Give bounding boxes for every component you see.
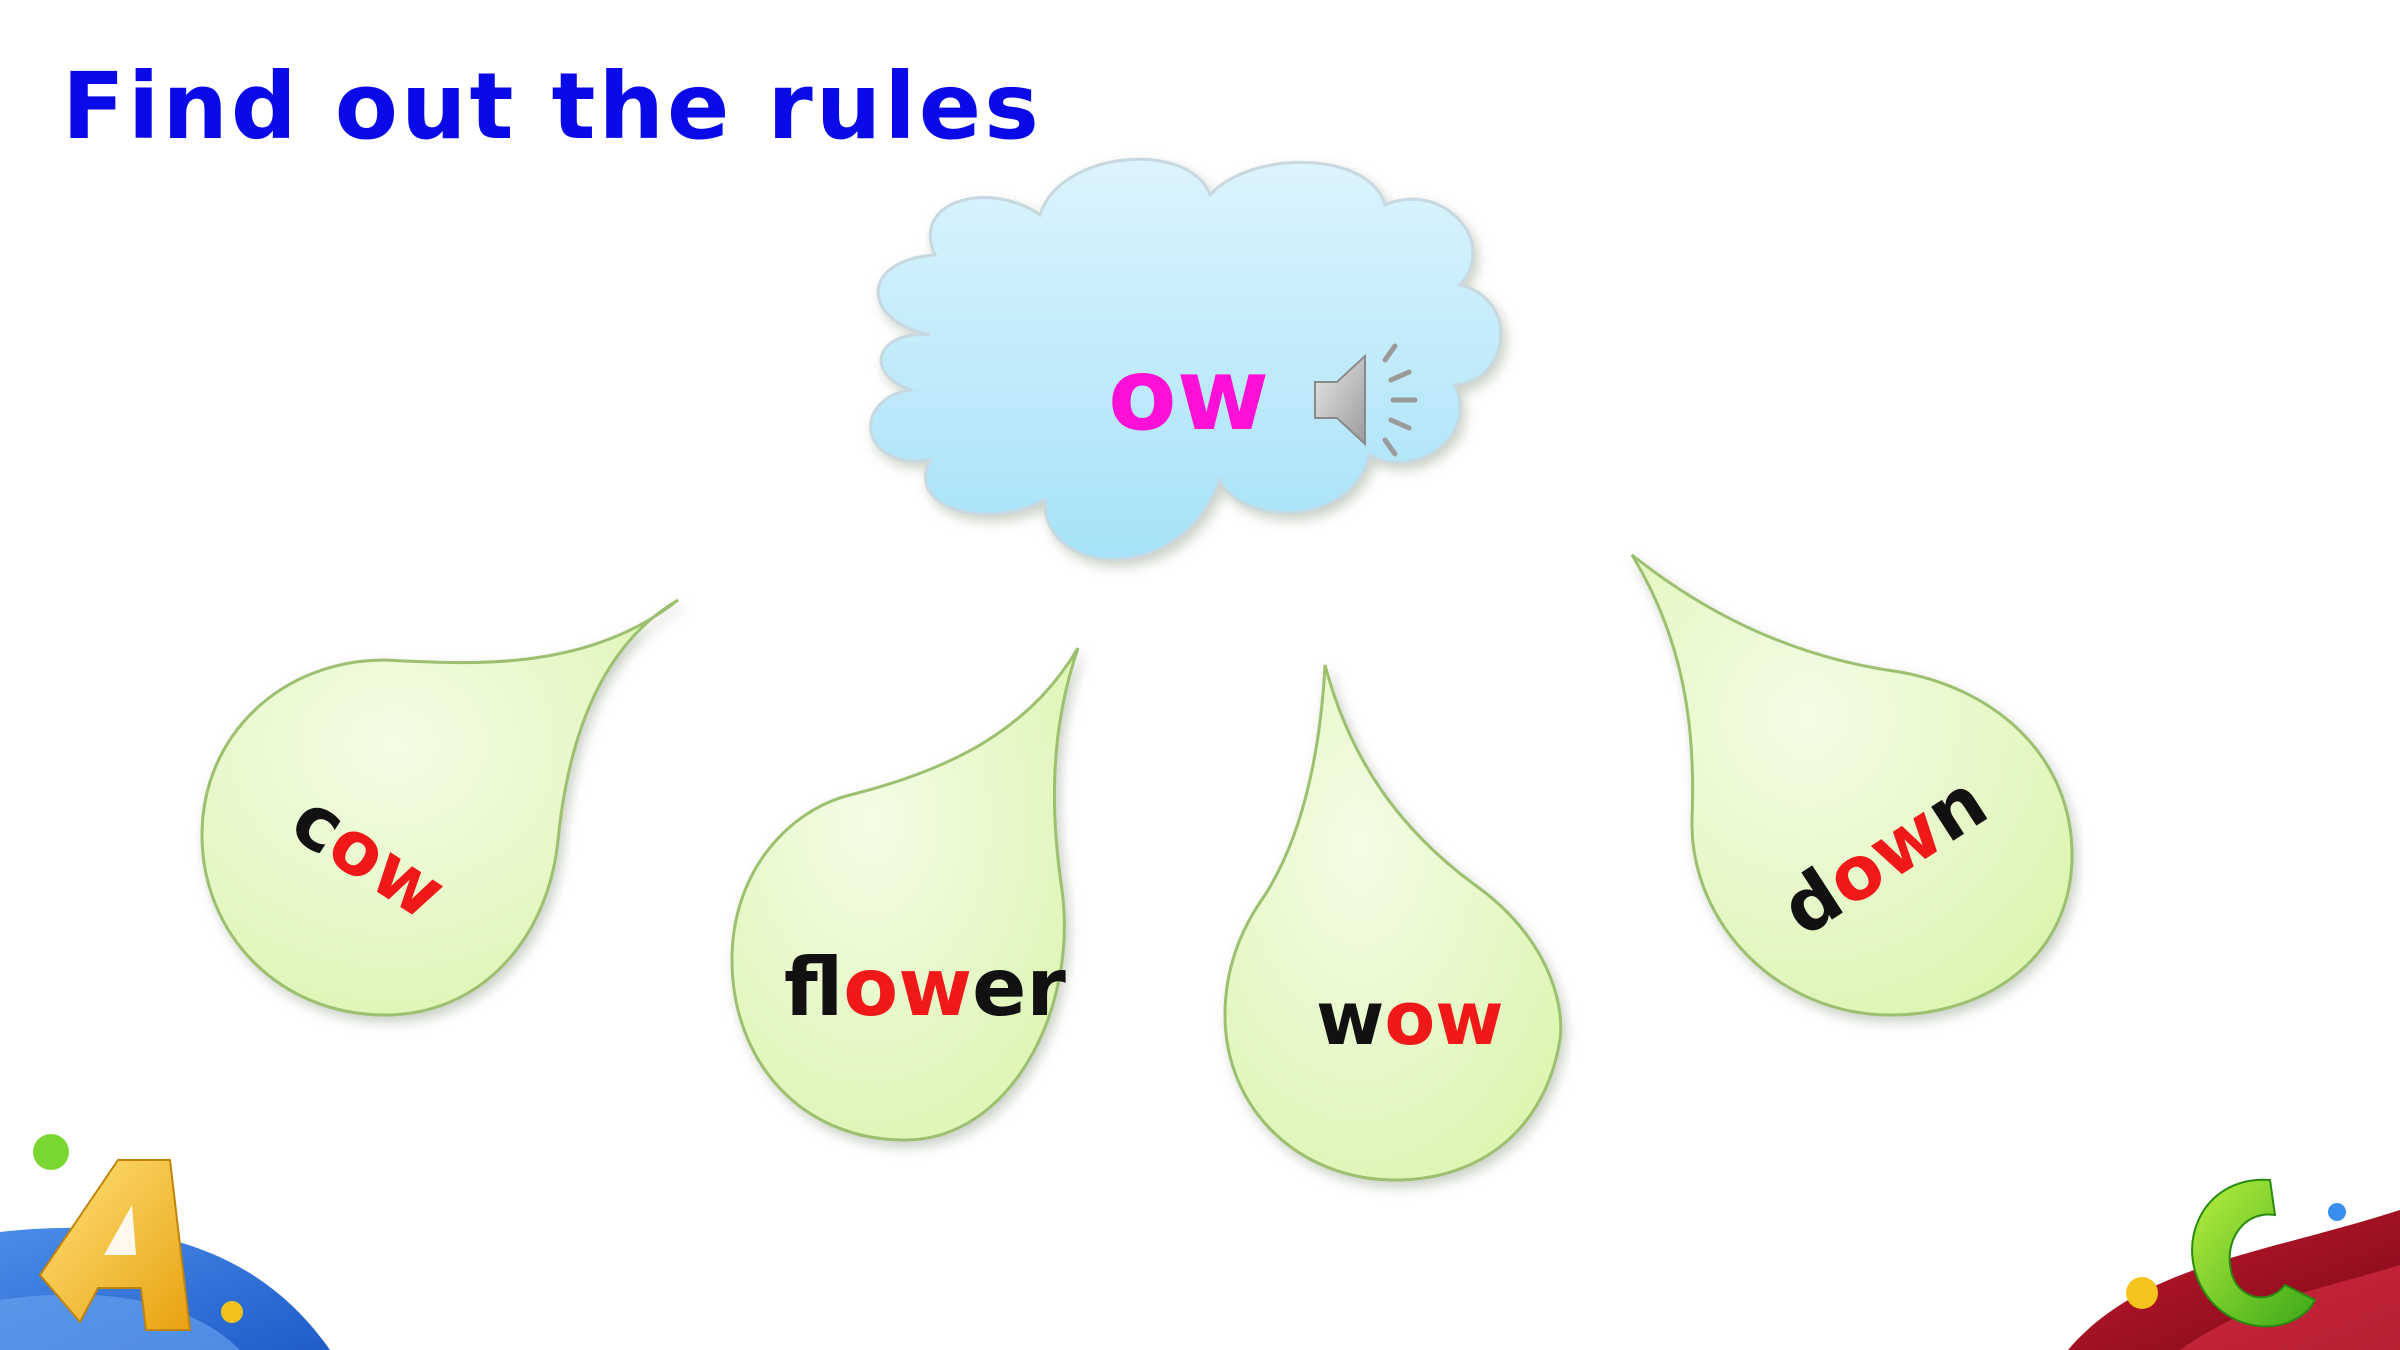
speaker-icon[interactable]: [1305, 340, 1435, 464]
corner-decoration-right: [2068, 1178, 2400, 1350]
cloud-phonics-text: ow: [1108, 336, 1270, 453]
drop-flower: [730, 647, 1080, 1142]
corner-decoration-left: [0, 1134, 330, 1350]
word-part: w: [1316, 976, 1385, 1062]
word-part-highlight: ow: [843, 941, 973, 1034]
word-part: fl: [784, 941, 844, 1034]
cloud-shape: [869, 157, 1503, 561]
drop-cow: [200, 598, 679, 1017]
word-flower: flower: [784, 948, 1066, 1028]
word-part: er: [972, 941, 1066, 1034]
drop-down: [1630, 553, 2074, 1017]
word-wow: wow: [1316, 982, 1504, 1056]
drop-wow: [1223, 664, 1563, 1182]
page-title: Find out the rules: [62, 53, 1042, 160]
word-part-highlight: ow: [1384, 976, 1504, 1062]
